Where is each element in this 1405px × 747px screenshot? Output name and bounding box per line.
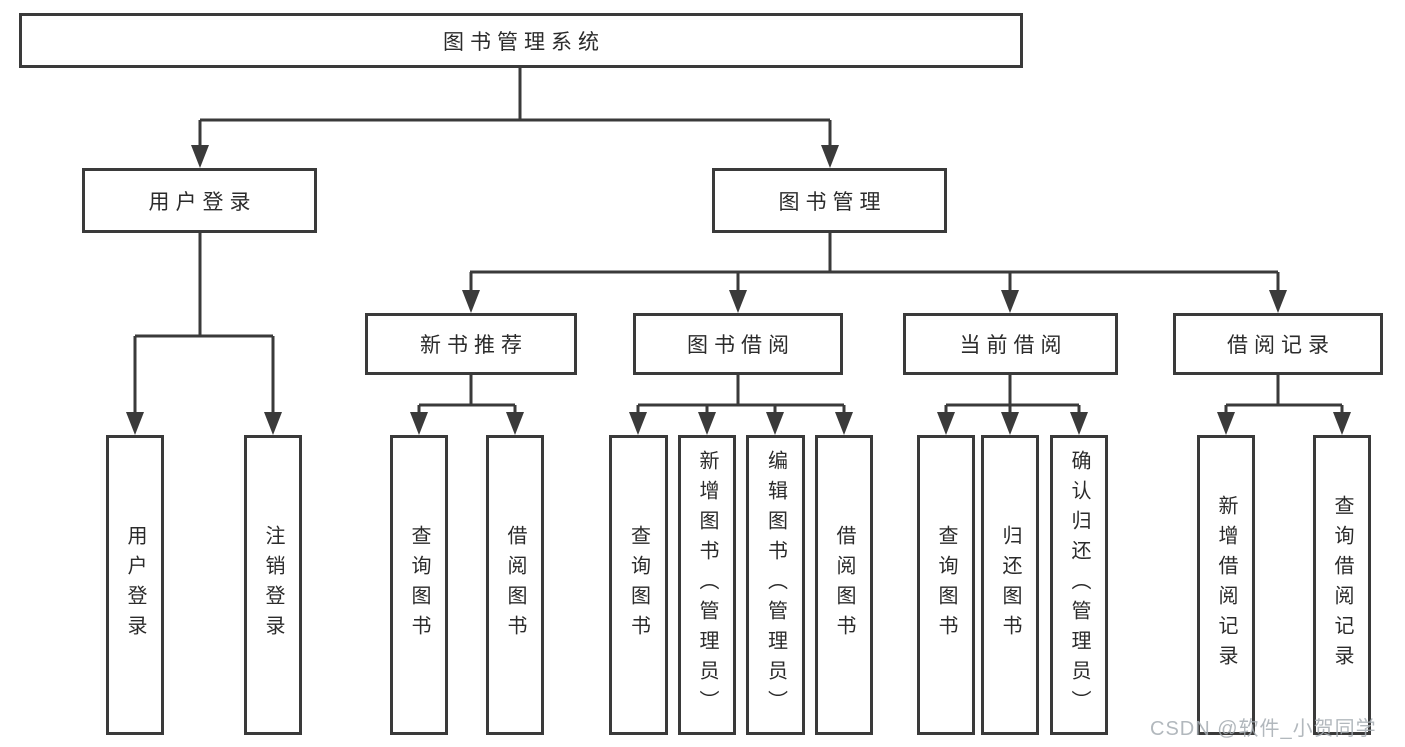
leaf-cb-return-book-label: 归还图书: [999, 525, 1021, 645]
leaf-user-login-label: 用户登录: [124, 525, 146, 645]
leaf-bb-query-book: 查询图书: [609, 435, 668, 735]
leaf-bb-add-book: 新增图书（管理员）: [678, 435, 736, 735]
leaf-cb-confirm-return: 确认归还（管理员）: [1050, 435, 1108, 735]
arrowheads: [126, 145, 1351, 435]
leaf-rec-query-book: 查询图书: [390, 435, 448, 735]
node-root-label: 图书管理系统: [443, 30, 605, 54]
leaf-br-add-record: 新增借阅记录: [1197, 435, 1255, 735]
leaf-cb-return-book: 归还图书: [981, 435, 1039, 735]
leaf-br-add-record-label: 新增借阅记录: [1215, 495, 1237, 675]
leaf-rec-borrow-book-label: 借阅图书: [504, 525, 526, 645]
leaf-bb-edit-book-label: 编辑图书（管理员）: [764, 450, 787, 720]
node-borrow-record: 借阅记录: [1173, 313, 1383, 375]
node-user-login-label: 用户登录: [148, 190, 257, 214]
leaf-bb-query-book-label: 查询图书: [627, 525, 650, 645]
leaf-logout: 注销登录: [244, 435, 302, 735]
node-new-book-recommend-label: 新书推荐: [420, 334, 528, 357]
leaf-rec-query-book-label: 查询图书: [408, 525, 430, 645]
leaf-bb-borrow-book: 借阅图书: [815, 435, 873, 735]
leaf-bb-borrow-book-label: 借阅图书: [833, 525, 855, 645]
node-borrow-record-label: 借阅记录: [1227, 334, 1335, 357]
node-book-management-label: 图书管理: [778, 190, 887, 214]
leaf-user-login: 用户登录: [106, 435, 164, 735]
leaf-rec-borrow-book: 借阅图书: [486, 435, 544, 735]
node-book-borrow-label: 图书借阅: [687, 334, 795, 357]
leaf-bb-add-book-label: 新增图书（管理员）: [696, 450, 718, 720]
leaf-br-query-record: 查询借阅记录: [1313, 435, 1371, 735]
node-book-management: 图书管理: [712, 168, 947, 233]
node-root: 图书管理系统: [19, 13, 1023, 68]
leaf-cb-query-book-label: 查询图书: [935, 525, 957, 645]
node-book-borrow: 图书借阅: [633, 313, 843, 375]
node-user-login: 用户登录: [82, 168, 317, 233]
leaf-logout-label: 注销登录: [262, 525, 284, 645]
leaf-br-query-record-label: 查询借阅记录: [1331, 495, 1353, 675]
leaf-cb-query-book: 查询图书: [917, 435, 975, 735]
tree-edges: [133, 68, 1344, 414]
node-current-borrow: 当前借阅: [903, 313, 1118, 375]
leaf-cb-confirm-return-label: 确认归还（管理员）: [1068, 450, 1090, 720]
node-new-book-recommend: 新书推荐: [365, 313, 577, 375]
node-current-borrow-label: 当前借阅: [959, 334, 1068, 357]
leaf-bb-edit-book: 编辑图书（管理员）: [746, 435, 805, 735]
